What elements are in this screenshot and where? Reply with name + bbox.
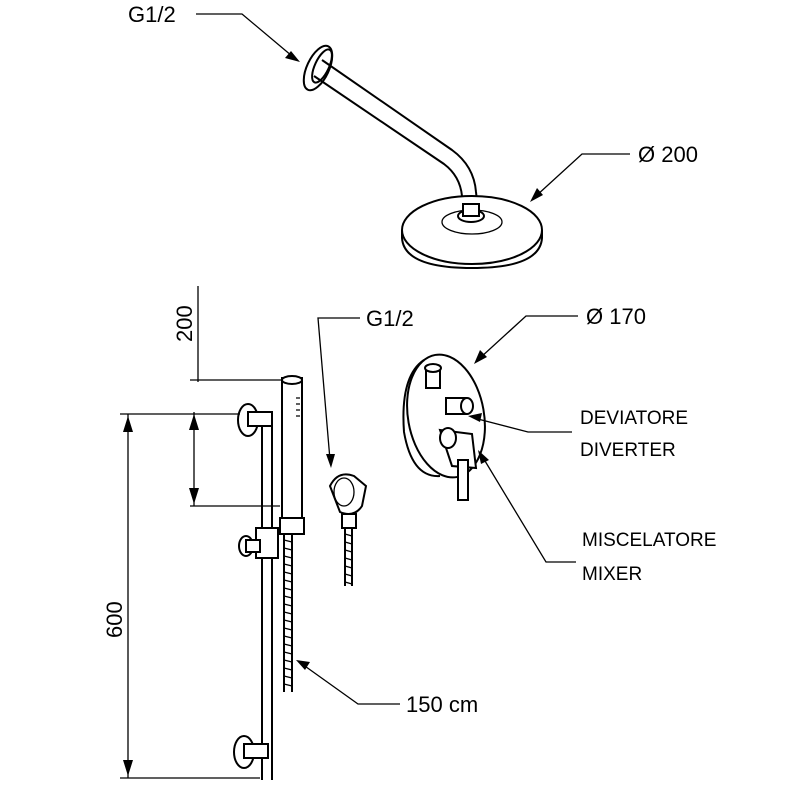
hose-length-callout: 150 cm xyxy=(296,660,478,717)
hose-length-label: 150 cm xyxy=(406,692,478,717)
rail-length-label: 600 xyxy=(102,601,127,638)
plate-diameter-label: Ø 170 xyxy=(586,304,646,329)
handshower-offset-dimension: 200 xyxy=(172,286,282,507)
mixer-label-en: MIXER xyxy=(582,564,642,585)
mixer-callout: MISCELATORE MIXER xyxy=(478,450,716,585)
plate-diameter-callout: Ø 170 xyxy=(474,304,646,364)
mixer-label-it: MISCELATORE xyxy=(582,530,716,551)
head-diameter-callout: Ø 200 xyxy=(530,142,698,202)
thread-callout-outlet: G1/2 xyxy=(317,306,414,468)
overhead-shower xyxy=(302,44,543,270)
diverter-callout: DEVIATORE DIVERTER xyxy=(468,408,688,461)
thread-label-top: G1/2 xyxy=(128,2,176,27)
slide-rail xyxy=(233,375,305,780)
diverter-label-en: DIVERTER xyxy=(580,440,676,461)
handshower-offset-label: 200 xyxy=(172,305,197,342)
thread-label-outlet: G1/2 xyxy=(366,306,414,331)
wall-outlet xyxy=(328,473,368,586)
rail-length-dimension: 600 xyxy=(102,413,260,779)
thread-callout-top: G1/2 xyxy=(128,2,300,62)
head-diameter-label: Ø 200 xyxy=(638,142,698,167)
concealed-mixer xyxy=(402,353,486,501)
diverter-label-it: DEVIATORE xyxy=(580,408,688,429)
